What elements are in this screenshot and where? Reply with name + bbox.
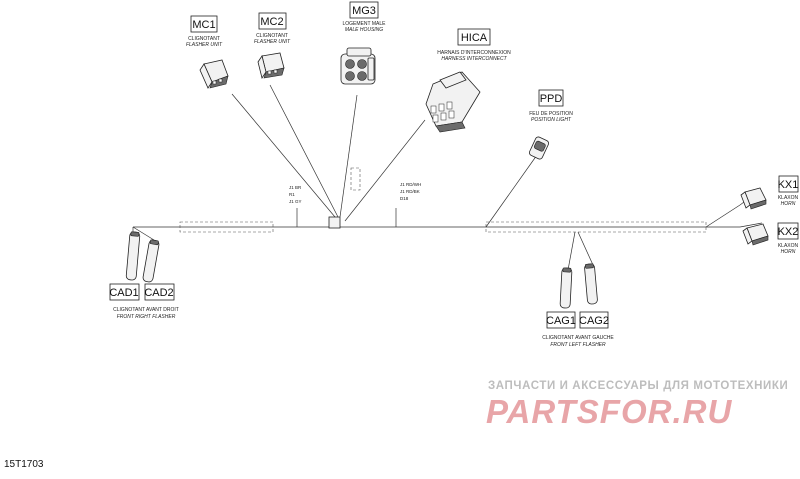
- main-harness-trunk: [133, 208, 763, 233]
- ppd-caption-fr: FEU DE POSITION: [529, 111, 573, 117]
- mc2-caption-en: FLASHER UNIT: [254, 39, 291, 45]
- wire-tag-left-2: R1: [289, 192, 295, 197]
- kx2-ref-box: [777, 222, 799, 240]
- cad-caption-fr: CLIGNOTANT AVANT DROIT: [113, 307, 179, 313]
- kx2-caption-en: HORN: [781, 249, 796, 255]
- kx2-caption-fr: KLAXON: [778, 243, 799, 249]
- component-mg3: MG3 LOGEMENT MALE MALE HOUSING: [340, 1, 387, 85]
- mc2-ref-box: [258, 12, 287, 30]
- watermark-logo: PARTSFOR.RU: [486, 393, 733, 430]
- kx1-ref-box: [778, 175, 799, 193]
- hica-ref-box: [457, 28, 491, 46]
- cag2-ref-box: [579, 311, 609, 329]
- ppd-ref: PPD: [540, 93, 563, 105]
- kx2-connector-icon: [742, 223, 769, 246]
- cag-caption-fr: CLIGNOTANT AVANT GAUCHE: [542, 335, 614, 341]
- cad2-connector-icon: [142, 239, 160, 283]
- hica-connector-icon: [425, 71, 481, 133]
- cag1-ref: CAG1: [546, 315, 576, 327]
- hica-caption-fr: HARNAIS D'INTERCONNEXION: [437, 50, 511, 56]
- cag2-connector-icon: [584, 263, 598, 305]
- cad2-ref: CAD2: [144, 287, 173, 299]
- wire-tag-right-2: J1 RD/BK: [400, 189, 420, 194]
- kx1-caption-fr: KLAXON: [778, 195, 799, 201]
- mg3-ref: MG3: [352, 5, 376, 17]
- cad1-ref-box: [109, 283, 140, 301]
- wire-tag-right-3: D18: [400, 196, 409, 201]
- component-front-right-flashers: CAD1 CAD2 CLIGNOTANT AVANT DROIT FRONT R…: [109, 231, 179, 320]
- component-kx2: KX2 KLAXON HORN: [742, 222, 799, 255]
- hica-ref: HICA: [461, 32, 488, 44]
- component-kx1: KX1 KLAXON HORN: [740, 175, 799, 210]
- component-ppd: PPD FEU DE POSITION POSITION LIGHT: [529, 89, 573, 160]
- mg3-connector-icon: [340, 47, 376, 85]
- cag1-connector-icon: [559, 267, 573, 309]
- wire-tag-left-1: J1 BR: [289, 185, 302, 190]
- kx1-connector-icon: [740, 187, 767, 210]
- mc2-caption-fr: CLIGNOTANT: [256, 33, 288, 39]
- mc1-ref-box: [190, 15, 218, 33]
- cag-caption-en: FRONT LEFT FLASHER: [550, 342, 606, 348]
- wire-tag-left-3: J1 GY: [289, 199, 302, 204]
- junction-block: [328, 216, 341, 229]
- mc2-ref: MC2: [260, 16, 283, 28]
- kx2-ref: KX2: [778, 226, 799, 238]
- cad2-ref-box: [144, 283, 175, 301]
- wire-tag-right-1: J1 RD/WH: [400, 182, 421, 187]
- mc1-ref: MC1: [192, 19, 215, 31]
- mg3-sleeve: [350, 167, 361, 191]
- cad-caption-en: FRONT RIGHT FLASHER: [117, 314, 176, 320]
- ppd-ref-box: [538, 89, 564, 107]
- ppd-caption-en: POSITION LIGHT: [531, 117, 572, 123]
- mg3-caption-fr: LOGEMENT MALE: [343, 21, 387, 27]
- cad1-connector-icon: [125, 231, 141, 281]
- wire-tag-left: J1 BR R1 J1 GY: [289, 185, 302, 204]
- hica-caption-en: HARNESS INTERCONNECT: [441, 56, 507, 62]
- mc1-caption-fr: CLIGNOTANT: [188, 36, 220, 42]
- component-mc1: MC1 CLIGNOTANT FLASHER UNIT: [186, 15, 229, 89]
- mc1-connector-icon: [199, 59, 229, 89]
- component-hica: HICA HARNAIS D'INTERCONNEXION HARNESS IN…: [425, 28, 511, 133]
- watermark-tagline: ЗАПЧАСТИ И АКСЕССУАРЫ ДЛЯ МОТОТЕХНИКИ: [488, 380, 789, 392]
- ppd-light-icon: [529, 136, 549, 160]
- mg3-caption-en: MALE HOUSING: [345, 27, 383, 33]
- cag1-ref-box: [546, 311, 576, 329]
- wire-tag-right: J1 RD/WH J1 RD/BK D18: [400, 182, 421, 201]
- drawing-number: 15T1703: [4, 459, 44, 470]
- kx1-ref: KX1: [778, 179, 799, 191]
- component-front-left-flashers: CAG1 CAG2 CLIGNOTANT AVANT GAUCHE FRONT …: [542, 263, 614, 348]
- cad1-ref: CAD1: [109, 287, 138, 299]
- mc2-connector-icon: [257, 52, 285, 79]
- component-mc2: MC2 CLIGNOTANT FLASHER UNIT: [254, 12, 291, 79]
- mg3-ref-box: [349, 1, 379, 19]
- harness-branches: [132, 84, 745, 271]
- cag2-ref: CAG2: [579, 315, 609, 327]
- kx1-caption-en: HORN: [781, 201, 796, 207]
- mc1-caption-en: FLASHER UNIT: [186, 42, 223, 48]
- left-sleeve: [179, 221, 274, 233]
